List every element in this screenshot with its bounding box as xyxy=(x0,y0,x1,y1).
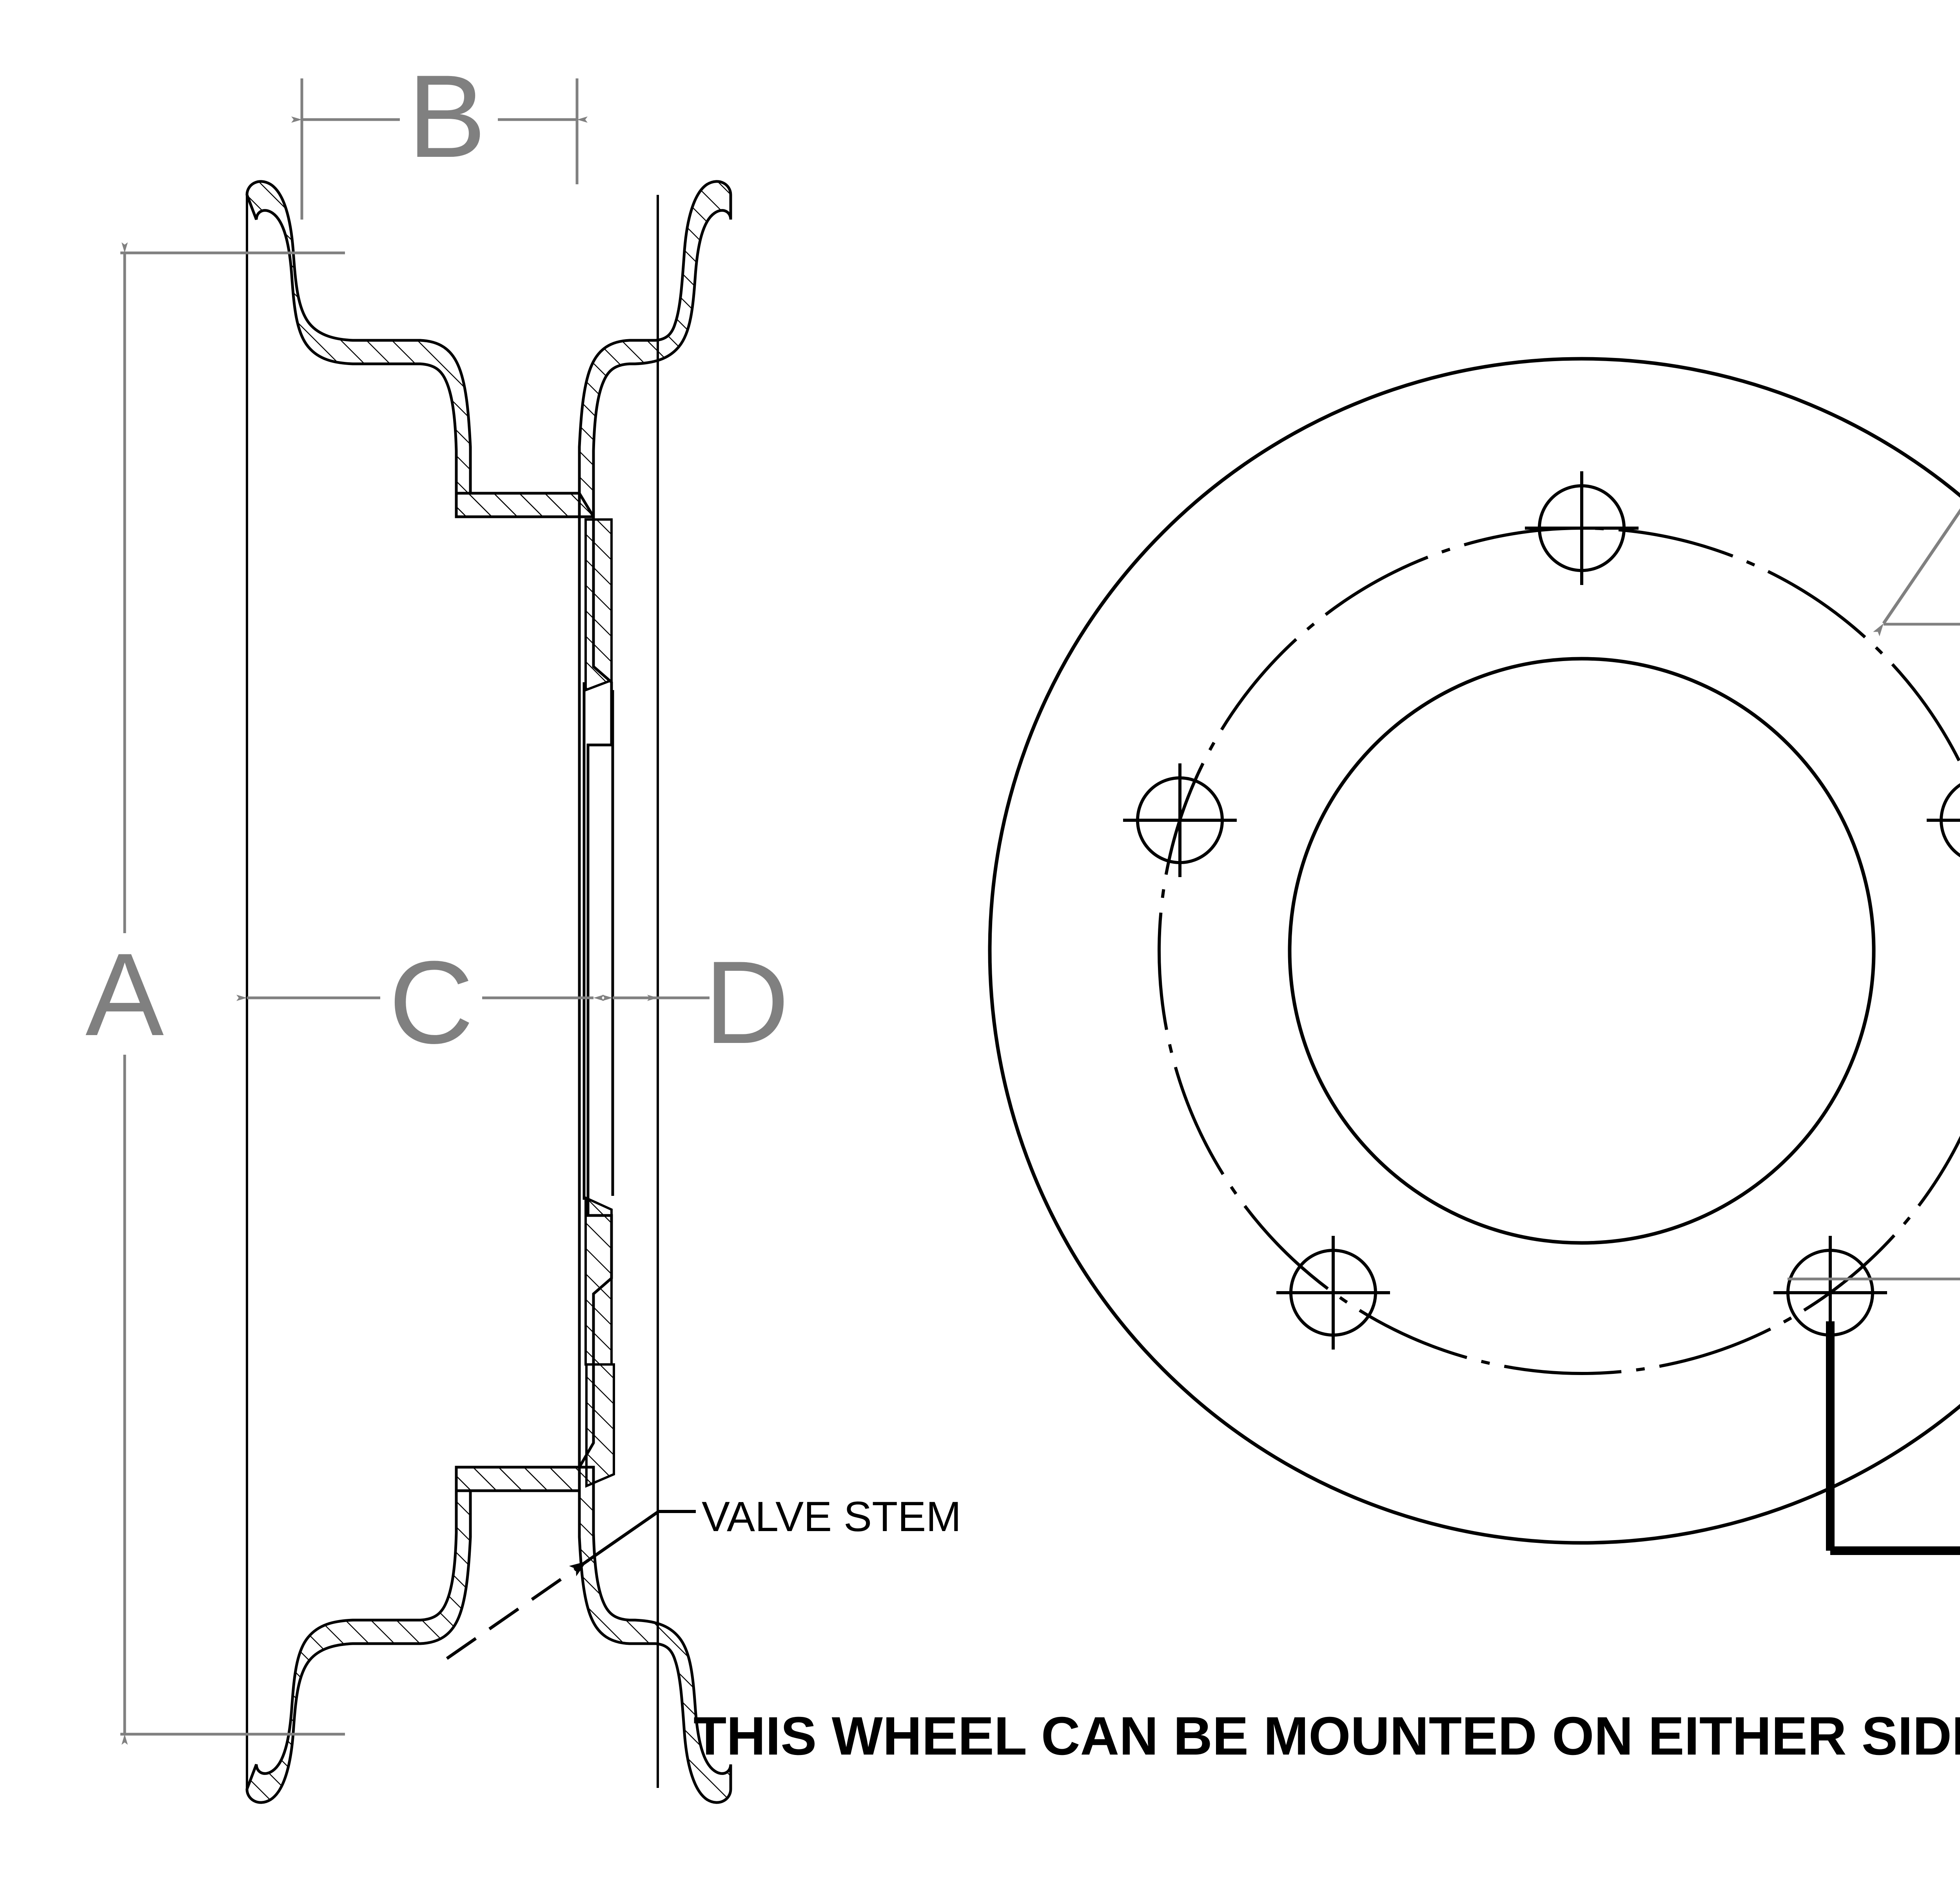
section-reference-lines xyxy=(246,195,659,1788)
dimension-f: F xyxy=(1788,623,1960,1281)
lower-rim-flange-profile xyxy=(245,1466,732,1804)
bolt-circle xyxy=(1158,527,1960,1375)
wheel-disc-plate xyxy=(578,488,615,1488)
dimension-a-label: A xyxy=(85,928,165,1060)
dimension-e: E xyxy=(1873,508,1960,636)
center-bore-circle xyxy=(1288,657,1876,1245)
bolt-hole xyxy=(1927,783,1960,857)
drop-center-bar-upper xyxy=(455,492,581,518)
wheel-cross-section-view: A B C D VALVE STEM xyxy=(85,50,961,1804)
upper-rim-flange-profile xyxy=(245,180,732,518)
outer-rim-circle xyxy=(988,357,1960,1545)
bolt-hole xyxy=(1525,471,1639,585)
valve-stem-callout: VALVE STEM xyxy=(446,1493,961,1660)
mounting-caption: THIS WHEEL CAN BE MOUNTED ON EITHER SIDE xyxy=(693,1706,1960,1766)
valve-stem-label: VALVE STEM xyxy=(702,1493,961,1540)
dimension-c: C xyxy=(236,936,604,1068)
dimension-b-label: B xyxy=(408,50,486,182)
bolt-holes xyxy=(1123,471,1960,1350)
dimension-b: B xyxy=(291,50,588,220)
bolt-hole xyxy=(1123,763,1237,877)
dimension-a: A xyxy=(85,242,345,1745)
dimension-d: D xyxy=(602,936,789,1068)
dimension-d-label: D xyxy=(704,936,789,1068)
bolt-hole xyxy=(1276,1236,1390,1350)
drop-center-bar-lower xyxy=(455,1466,581,1492)
wheel-face-view: E F THIS WHEEL CAN BE MOUNTED ON EITHER … xyxy=(693,357,1960,1766)
dimension-c-label: C xyxy=(389,936,474,1068)
detail-view-leader xyxy=(1826,1321,1960,1555)
